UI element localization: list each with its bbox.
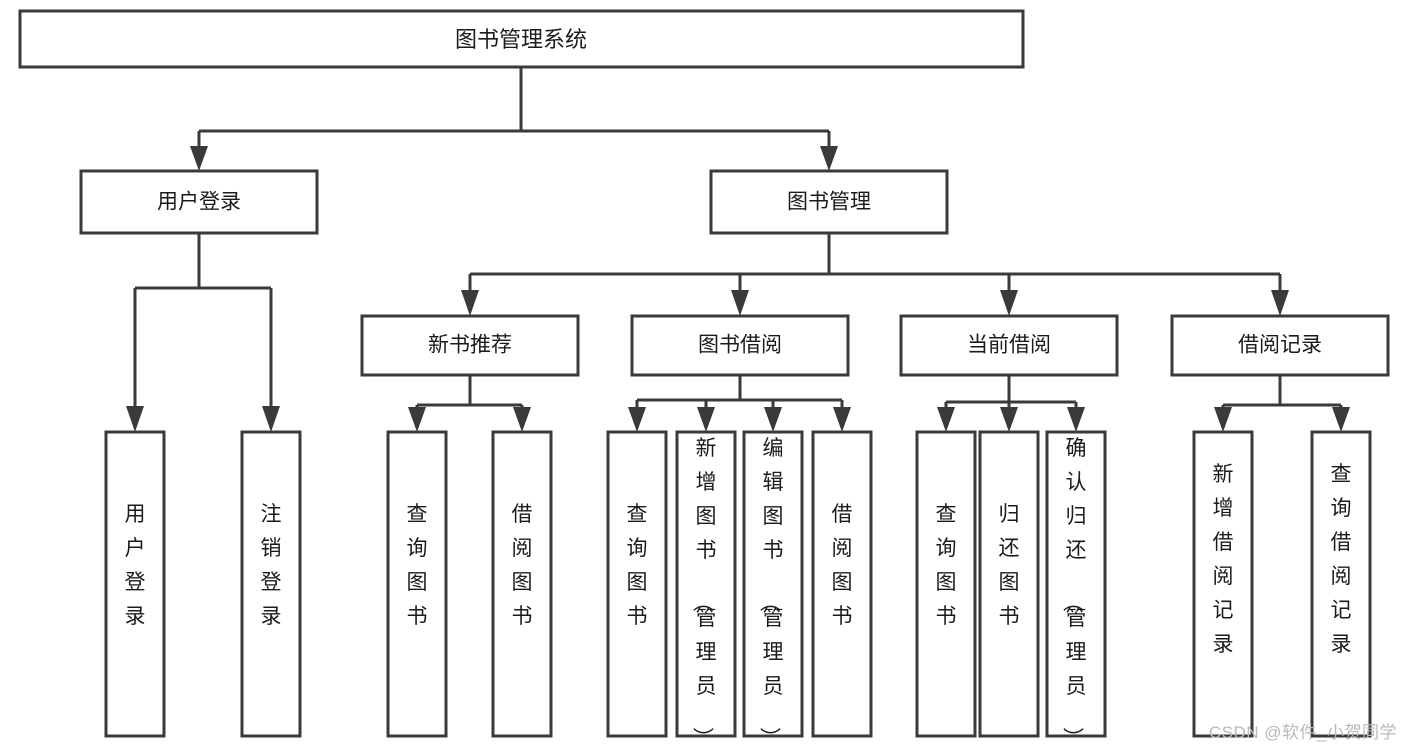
connector-layer	[126, 67, 1350, 432]
leaf-box[interactable]	[742, 430, 804, 738]
leaf-borrow-book-recommend-label: 借阅图书	[512, 503, 533, 628]
leaf-query-borrow-record-label: 查询借阅记录	[1331, 463, 1352, 656]
arrow-to-borrow-book-1	[513, 407, 531, 432]
root-label: 图书管理系统	[455, 27, 587, 52]
leaf-box[interactable]	[915, 430, 977, 738]
arrow-to-confirm-return	[1067, 407, 1085, 432]
leaf-logout-label: 注销登录	[261, 503, 282, 628]
leaf-box[interactable]	[386, 430, 448, 738]
connector-user-login-to-leaves	[133, 233, 273, 409]
leaf-user-login-label: 用户登录	[125, 503, 146, 628]
node-borrow-record[interactable]: 借阅记录	[1170, 314, 1390, 377]
arrow-to-query-book-2	[628, 407, 646, 432]
leaf-edit-book-label: 编辑图书（管理员）	[758, 437, 784, 747]
leaf-box[interactable]	[978, 430, 1040, 738]
leaf-box[interactable]	[1045, 430, 1107, 738]
user-login-box[interactable]	[79, 169, 319, 235]
arrow-to-borrow-record	[1271, 290, 1289, 316]
connector-root-to-level2	[197, 67, 831, 150]
arrow-to-query-book-1	[408, 407, 426, 432]
node-book-management[interactable]: 图书管理	[709, 169, 949, 235]
leaf-query-book-recommend[interactable]: 查询图书	[386, 430, 448, 738]
arrow-to-add-borrow-record	[1214, 407, 1232, 432]
leaf-query-book-recommend-label: 查询图书	[407, 503, 428, 628]
node-book-borrow[interactable]: 图书借阅	[630, 314, 850, 377]
arrow-to-return-book	[1000, 407, 1018, 432]
leaf-query-book-borrow-label: 查询图书	[627, 503, 648, 628]
connector-current-borrow-to-leaves	[944, 375, 1078, 412]
arrow-to-book-borrow	[731, 290, 749, 316]
borrow-record-box[interactable]	[1170, 314, 1390, 377]
leaf-query-book-current[interactable]: 查询图书	[915, 430, 977, 738]
csdn-watermark: CSDN @软件_小贺同学	[1208, 723, 1397, 742]
leaf-logout[interactable]: 注销登录	[240, 430, 302, 738]
node-current-borrow[interactable]: 当前借阅	[899, 314, 1119, 377]
current-borrow-box[interactable]	[899, 314, 1119, 377]
arrow-to-add-book	[697, 407, 715, 432]
arrow-to-query-borrow-record	[1332, 407, 1350, 432]
new-book-recommend-box[interactable]	[360, 314, 580, 377]
current-borrow-label: 当前借阅	[967, 334, 1051, 357]
arrow-to-current-borrow	[1000, 290, 1018, 316]
leaf-borrow-book[interactable]: 借阅图书	[811, 430, 873, 738]
leaf-box[interactable]	[491, 430, 553, 738]
leaf-return-book[interactable]: 归还图书	[978, 430, 1040, 738]
leaf-add-borrow-record[interactable]: 新增借阅记录	[1192, 430, 1254, 738]
leaf-box[interactable]	[1310, 430, 1372, 738]
leaf-borrow-book-recommend[interactable]: 借阅图书	[491, 430, 553, 738]
leaf-query-borrow-record[interactable]: 查询借阅记录	[1310, 430, 1372, 738]
node-root-book-management-system[interactable]: 图书管理系统	[18, 9, 1025, 69]
leaf-add-book[interactable]: 新增图书（管理员）	[675, 430, 737, 747]
arrow-to-new-book-recommend	[461, 290, 479, 316]
arrow-to-user-login-leaf	[126, 406, 144, 432]
arrow-to-borrow-book-2	[833, 407, 851, 432]
connector-new-book-recommend-to-leaves	[415, 375, 524, 412]
leaf-box[interactable]	[606, 430, 668, 738]
leaf-return-book-label: 归还图书	[999, 503, 1020, 628]
arrow-to-query-book-3	[937, 407, 955, 432]
leaf-confirm-return[interactable]: 确认归还（管理员）	[1045, 430, 1107, 747]
leaf-add-borrow-record-label: 新增借阅记录	[1213, 463, 1234, 656]
arrow-to-book-manage	[820, 146, 838, 171]
user-login-label: 用户登录	[157, 191, 241, 214]
borrow-record-label: 借阅记录	[1238, 334, 1322, 357]
leaf-add-book-label: 新增图书（管理员）	[691, 437, 717, 747]
arrow-to-edit-book	[764, 407, 782, 432]
connector-book-borrow-to-leaves	[635, 375, 844, 412]
leaf-box[interactable]	[1192, 430, 1254, 738]
arrow-to-logout-leaf	[262, 406, 280, 432]
leaf-box[interactable]	[811, 430, 873, 738]
leaf-confirm-return-label: 确认归还（管理员）	[1061, 437, 1087, 747]
book-borrow-box[interactable]	[630, 314, 850, 377]
connector-book-manage-to-level3	[468, 233, 1282, 292]
node-new-book-recommend[interactable]: 新书推荐	[360, 314, 580, 377]
leaf-edit-book[interactable]: 编辑图书（管理员）	[742, 430, 804, 747]
node-user-login[interactable]: 用户登录	[79, 169, 319, 235]
book-management-box[interactable]	[709, 169, 949, 235]
leaf-box[interactable]	[675, 430, 737, 738]
connector-borrow-record-to-leaves	[1221, 375, 1343, 412]
arrow-to-user-login	[190, 146, 208, 171]
leaf-query-book-current-label: 查询图书	[936, 503, 957, 628]
leaf-borrow-book-label: 借阅图书	[832, 503, 853, 628]
leaf-box[interactable]	[240, 430, 302, 738]
leaf-user-login[interactable]: 用户登录	[104, 430, 166, 738]
book-borrow-label: 图书借阅	[698, 334, 782, 357]
leaf-query-book-borrow[interactable]: 查询图书	[606, 430, 668, 738]
new-book-recommend-label: 新书推荐	[428, 334, 512, 357]
book-management-label: 图书管理	[787, 191, 871, 214]
leaf-box[interactable]	[104, 430, 166, 738]
root-box[interactable]	[18, 9, 1025, 69]
